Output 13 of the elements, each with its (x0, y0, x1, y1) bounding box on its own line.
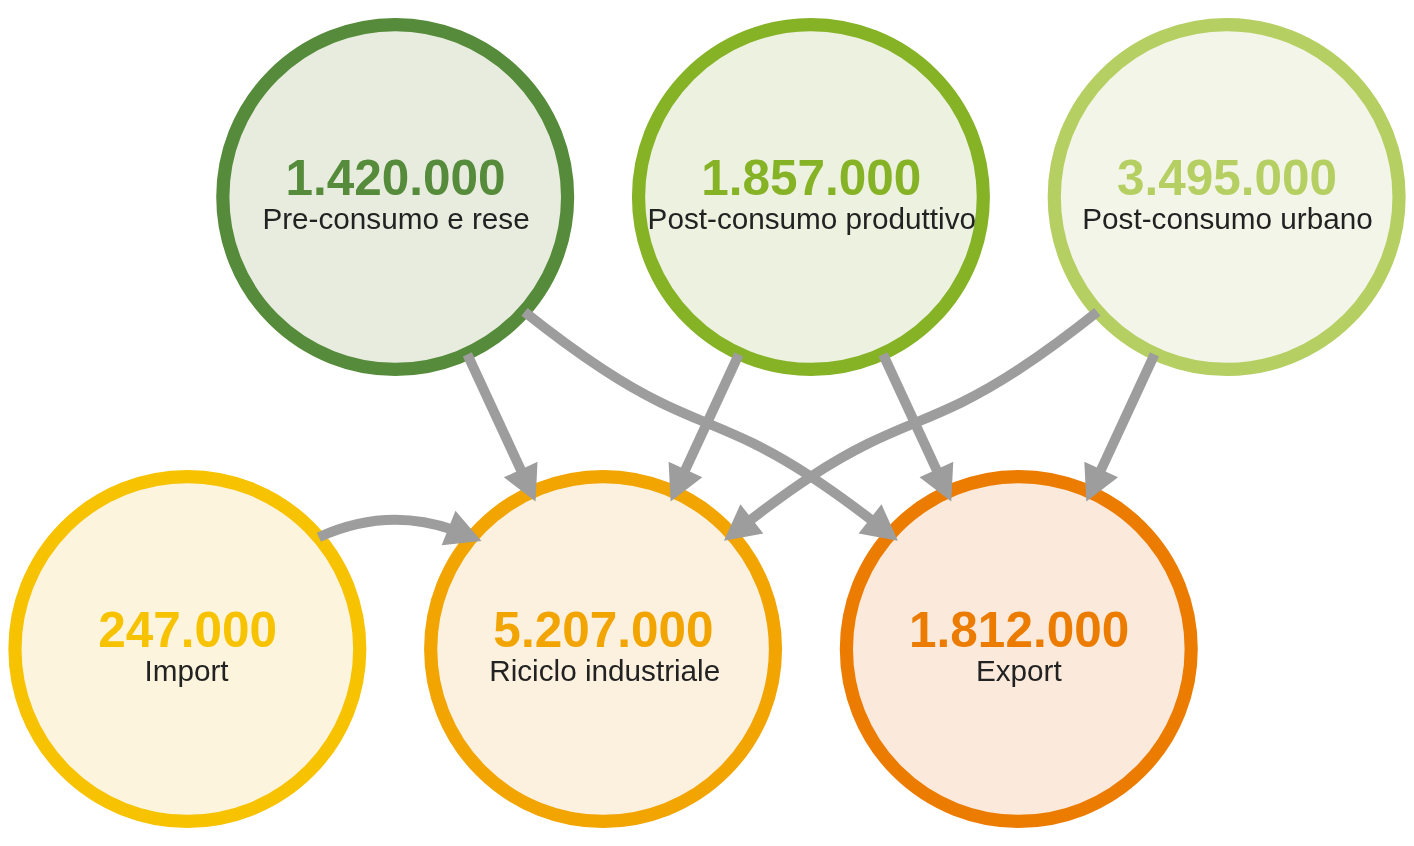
arrow (668, 352, 744, 502)
node-circle: 5.207.000 Riciclo industriale (424, 470, 783, 828)
node-circle: 3.495.000 Post-consumo urbano (1047, 18, 1406, 376)
node-circle: 1.812.000 Export (839, 470, 1198, 828)
arrow (1084, 352, 1160, 502)
arrow (521, 307, 898, 541)
node-circle: 1.857.000 Post-consumo produttivo (631, 18, 990, 376)
arrow (724, 307, 1101, 541)
arrow (316, 510, 482, 546)
arrow (462, 352, 538, 502)
node-circle: 1.420.000 Pre-consumo e rese (216, 18, 575, 376)
node-circle: 247.000 Import (8, 470, 367, 828)
arrow (878, 352, 954, 502)
